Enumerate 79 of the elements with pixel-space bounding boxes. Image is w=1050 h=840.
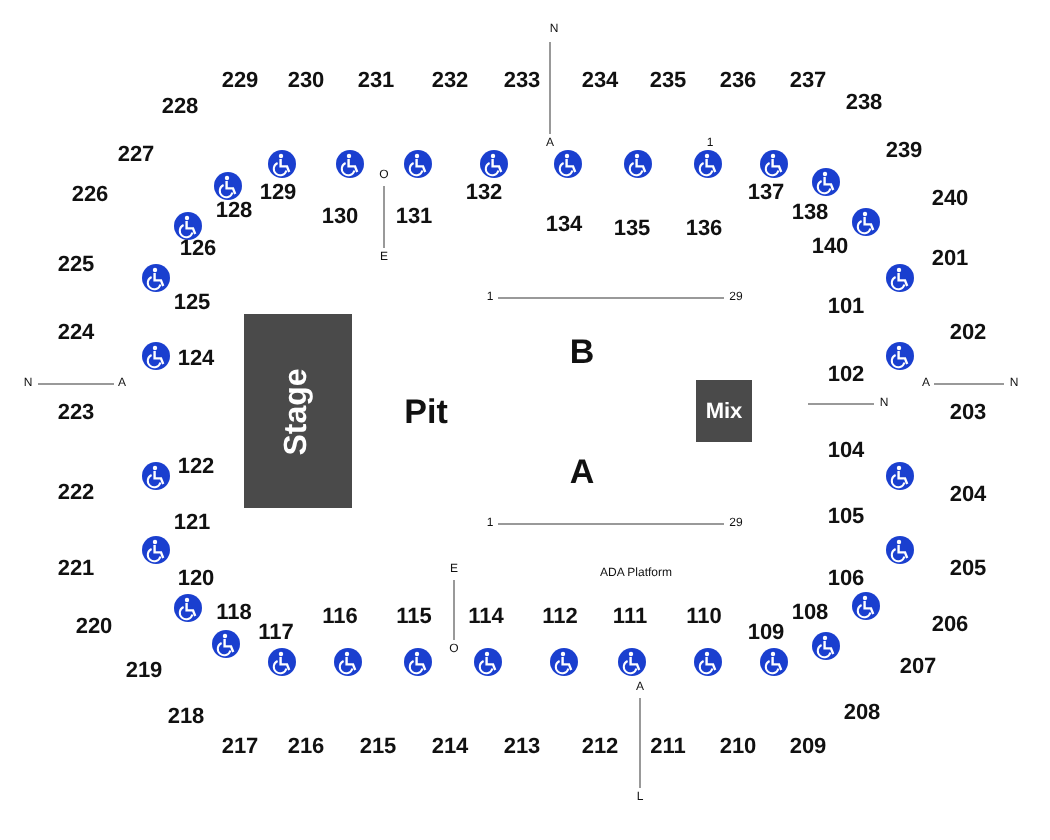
section-number: 236 xyxy=(719,71,757,93)
section-number: 140 xyxy=(811,237,849,259)
section-number: 221 xyxy=(57,559,95,581)
area-label: Stage xyxy=(280,367,316,455)
section-number: 208 xyxy=(843,703,881,725)
section-number: 234 xyxy=(581,71,619,93)
area-label: Mix xyxy=(705,399,743,423)
section-number: 118 xyxy=(216,603,252,625)
section-number: 114 xyxy=(468,607,504,629)
section-number: 134 xyxy=(545,215,583,237)
section-number: 128 xyxy=(215,201,253,223)
section-number: 209 xyxy=(789,737,827,759)
section-number: 215 xyxy=(359,737,397,759)
section-number: 120 xyxy=(177,569,215,591)
section-number: 231 xyxy=(357,71,395,93)
section-number: 204 xyxy=(949,485,987,507)
section-number: 210 xyxy=(719,737,757,759)
section-number: 122 xyxy=(177,457,215,479)
section-number: 212 xyxy=(581,737,619,759)
section-number: 106 xyxy=(827,569,865,591)
mix-position-box xyxy=(696,380,752,442)
section-number: 207 xyxy=(899,657,937,679)
section-number: 138 xyxy=(791,203,829,225)
section-number: 223 xyxy=(57,403,95,425)
section-number: 105 xyxy=(827,507,865,529)
section-number: 214 xyxy=(431,737,469,759)
section-number: 116 xyxy=(322,607,358,629)
section-number: 115 xyxy=(396,607,432,629)
section-number: 129 xyxy=(259,183,297,205)
section-number: 213 xyxy=(503,737,541,759)
section-number: 131 xyxy=(395,207,433,229)
section-number: 126 xyxy=(179,239,217,261)
section-number: 233 xyxy=(503,71,541,93)
section-number: 135 xyxy=(613,219,651,241)
area-label: A xyxy=(569,455,595,489)
section-number: 238 xyxy=(845,93,883,115)
section-number: 230 xyxy=(287,71,325,93)
section-number: 112 xyxy=(542,607,578,629)
stage-block xyxy=(244,314,352,508)
section-number: 117 xyxy=(258,623,294,645)
section-number: 232 xyxy=(431,71,469,93)
section-number: 205 xyxy=(949,559,987,581)
section-number: 240 xyxy=(931,189,969,211)
section-number: 136 xyxy=(685,219,723,241)
section-number: 216 xyxy=(287,737,325,759)
section-number: 226 xyxy=(71,185,109,207)
section-number: 109 xyxy=(747,623,785,645)
section-number: 227 xyxy=(117,145,155,167)
section-number: 203 xyxy=(949,403,987,425)
section-number: 121 xyxy=(173,513,211,535)
section-number: 132 xyxy=(465,183,503,205)
section-number: 137 xyxy=(747,183,785,205)
section-number: 101 xyxy=(827,297,865,319)
section-number: 239 xyxy=(885,141,923,163)
section-number: 225 xyxy=(57,255,95,277)
section-number: 202 xyxy=(949,323,987,345)
section-number: 124 xyxy=(177,349,215,371)
section-number: 229 xyxy=(221,71,259,93)
section-number: 108 xyxy=(791,603,829,625)
section-number: 125 xyxy=(173,293,211,315)
section-number: 235 xyxy=(649,71,687,93)
section-number: 222 xyxy=(57,483,95,505)
section-number: 111 xyxy=(612,607,648,629)
section-number: 218 xyxy=(167,707,205,729)
section-number: 237 xyxy=(789,71,827,93)
section-number: 110 xyxy=(686,607,722,629)
section-number: 211 xyxy=(650,737,686,759)
section-number: 102 xyxy=(827,365,865,387)
section-number: 217 xyxy=(221,737,259,759)
area-label: B xyxy=(569,335,595,369)
area-label: Pit xyxy=(404,395,448,429)
section-number: 228 xyxy=(161,97,199,119)
section-number: 206 xyxy=(931,615,969,637)
section-number: 219 xyxy=(125,661,163,683)
section-number: 220 xyxy=(75,617,113,639)
section-number: 130 xyxy=(321,207,359,229)
section-number: 104 xyxy=(827,441,865,463)
section-number: 224 xyxy=(57,323,95,345)
section-number: 201 xyxy=(931,249,969,271)
